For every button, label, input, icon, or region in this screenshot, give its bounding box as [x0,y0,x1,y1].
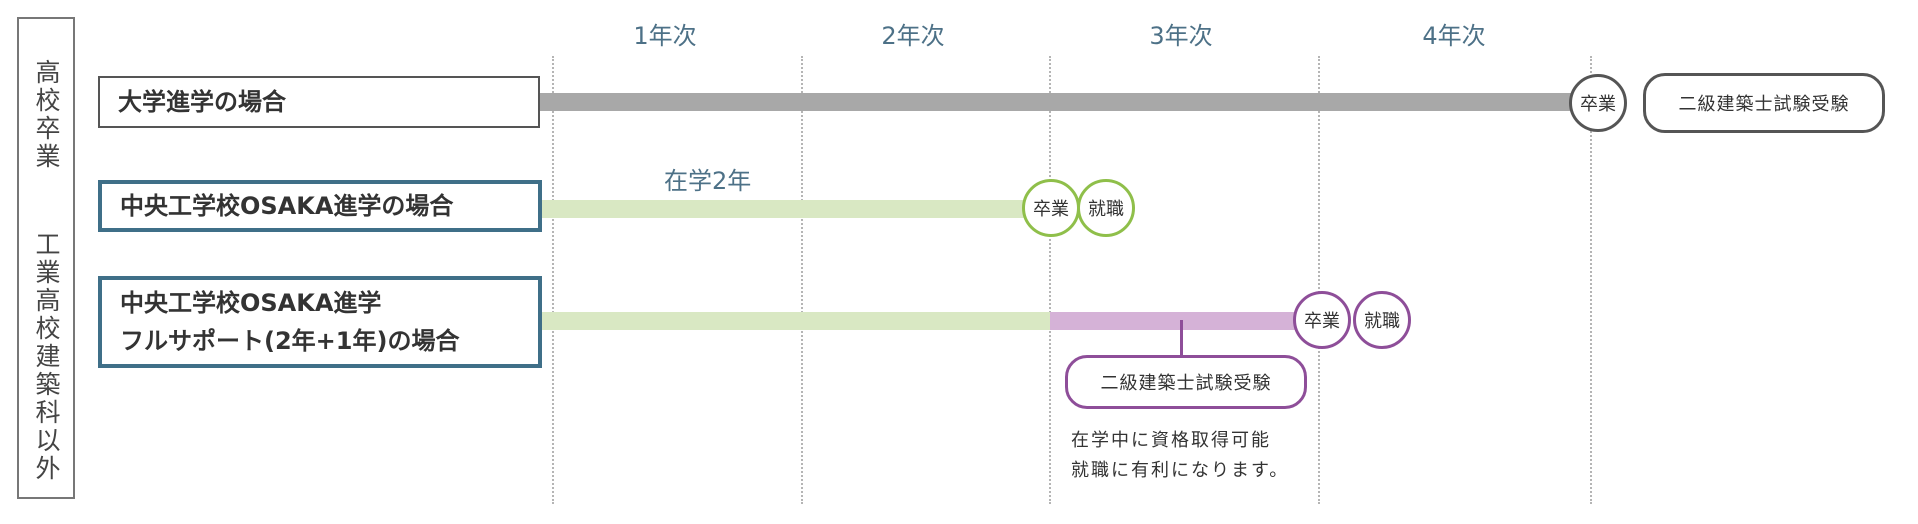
osaka-timeline-bar [540,200,1050,218]
case-full-support-box: 中央工学校OSAKA進学 フルサポート(2年+1年)の場合 [98,276,542,368]
side-label-box: 高校卒業 工業高校建築科以外 [17,17,75,499]
full-support-extra-year-bar [1050,312,1320,330]
employment-label: 就職 [1088,199,1124,220]
year-header-4: 4年次 [1422,22,1486,50]
year-divider-3 [1318,56,1320,504]
study-period-label: 在学2年 [664,167,752,195]
graduation-label: 卒業 [1580,94,1616,115]
exam-pill: 二級建築士試験受験 [1643,73,1885,133]
note-line-2: 就職に有利になります。 [1071,460,1290,481]
case-university-label: 大学進学の場合 [118,88,286,116]
qualification-note: 在学中に資格取得可能 就職に有利になります。 [1071,426,1289,486]
exam-pill-label: 二級建築士試験受験 [1678,94,1850,115]
graduation-circle: 卒業 [1293,291,1351,349]
exam-pill-label: 二級建築士試験受験 [1100,373,1272,394]
year-divider-4 [1590,56,1592,504]
graduation-circle: 卒業 [1569,74,1627,132]
year-divider-1 [801,56,803,504]
case-university-box: 大学進学の場合 [98,76,540,128]
graduation-label: 卒業 [1304,311,1340,332]
exam-pill: 二級建築士試験受験 [1065,355,1307,409]
employment-circle: 就職 [1077,179,1135,237]
employment-circle: 就職 [1353,291,1411,349]
year-header-2: 2年次 [881,22,945,50]
full-support-study-bar [540,312,1050,330]
side-label-bottom: 工業高校建築科以外 [32,231,61,483]
case-osaka-box: 中央工学校OSAKA進学の場合 [98,180,542,232]
note-line-1: 在学中に資格取得可能 [1071,430,1271,451]
case-full-support-line-1: 中央工学校OSAKA進学 [120,289,382,317]
case-osaka-label: 中央工学校OSAKA進学の場合 [120,192,454,220]
exam-connector-line [1180,320,1183,356]
case-full-support-line-2: フルサポート(2年+1年)の場合 [120,327,460,355]
university-timeline-bar [540,93,1602,111]
side-label-top: 高校卒業 [32,59,61,171]
year-header-3: 3年次 [1149,22,1213,50]
year-header-1: 1年次 [633,22,697,50]
graduation-label: 卒業 [1033,199,1069,220]
year-divider-2 [1049,56,1051,504]
employment-label: 就職 [1364,311,1400,332]
graduation-circle: 卒業 [1022,179,1080,237]
year-divider-0 [552,56,554,504]
